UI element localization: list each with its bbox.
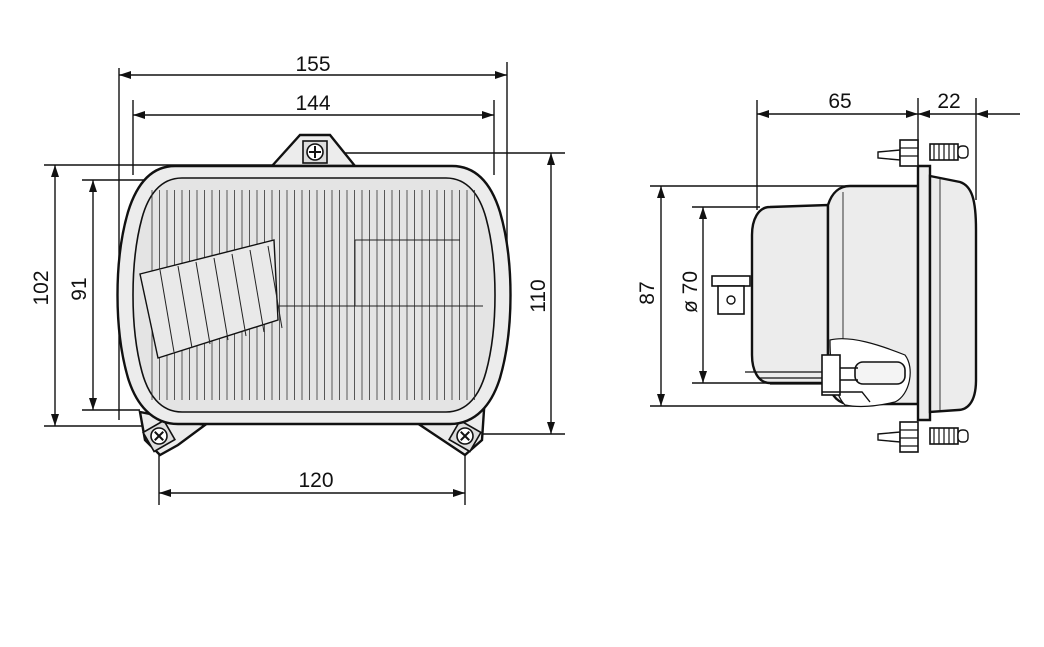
prism-rib [231, 253, 247, 337]
headlamp-lens [132, 177, 496, 413]
dim-arrow-22 [976, 110, 988, 118]
dim-label-87: 87 [636, 281, 659, 304]
bulb-cap [750, 203, 830, 385]
top-adjuster-screw-icon [877, 139, 969, 167]
connector-icon [711, 275, 751, 315]
dim-label-102: 102 [30, 270, 53, 305]
dim-label-22: 22 [937, 90, 960, 113]
prism-rib [177, 265, 193, 349]
dim-label-155: 155 [295, 53, 330, 76]
top-screw-icon [302, 140, 328, 164]
dim-label-70: ø 70 [679, 271, 702, 313]
lens-front [928, 174, 978, 414]
prism-rib [213, 257, 229, 341]
dim-label-91: 91 [68, 277, 91, 300]
side-view: 65 22 87 ø 70 [636, 90, 1020, 453]
front-view: 155 144 120 102 91 110 [30, 53, 565, 505]
mount-flange [916, 164, 932, 422]
bulb-cutaway [745, 338, 911, 408]
lens-ribs [151, 190, 475, 400]
bottom-adjuster-screw-icon [877, 421, 969, 453]
dim-label-120: 120 [298, 469, 333, 492]
bottom-right-screw-icon [448, 419, 482, 453]
dim-label-65: 65 [828, 90, 851, 113]
dim-label-144: 144 [295, 92, 330, 115]
prism-rib [267, 245, 283, 329]
lens-prism-block [139, 239, 283, 359]
prism-rib [159, 269, 175, 353]
dim-label-110: 110 [527, 279, 550, 312]
prism-rib [195, 261, 211, 345]
prism-rib [249, 249, 265, 333]
bottom-left-screw-icon [142, 419, 176, 453]
